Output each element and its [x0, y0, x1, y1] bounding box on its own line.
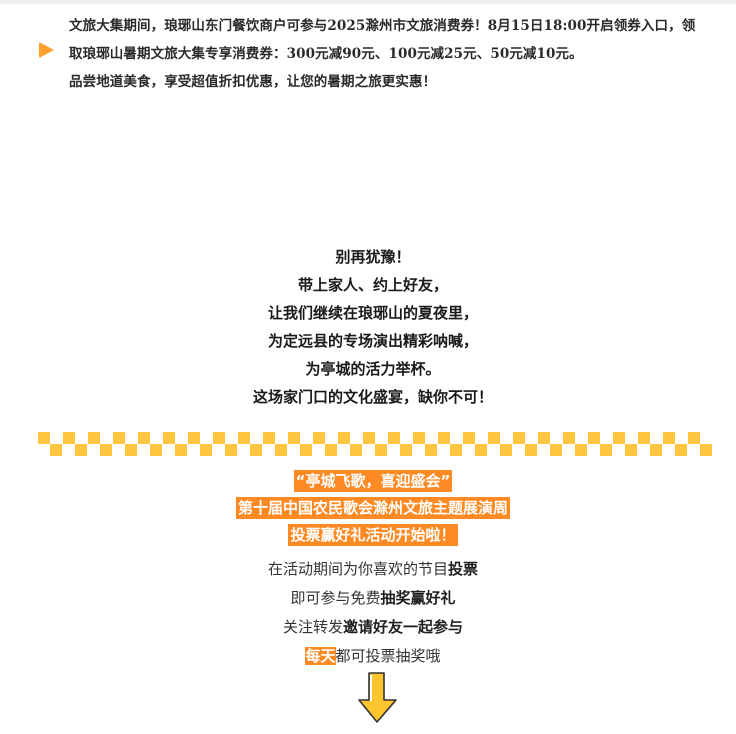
headline-block: “亭城飞歌，喜迎盛会” 第十届中国农民歌会滁州文旅主题展演周 投票赢好礼活动开始…	[0, 470, 736, 551]
checker-square	[300, 444, 312, 456]
poem-line: 让我们继续在琅琊山的夏夜里，	[267, 304, 478, 322]
checker-square	[338, 432, 350, 444]
checker-square	[425, 444, 437, 456]
checker-square	[525, 444, 537, 456]
text-normal: 关注转发	[282, 618, 343, 636]
checker-square	[625, 444, 637, 456]
checker-square	[213, 432, 225, 444]
checker-square	[88, 432, 100, 444]
poem-line: 为亭城的活力举杯。	[305, 360, 441, 378]
checker-square	[75, 444, 87, 456]
checker-square	[113, 432, 125, 444]
checker-square	[225, 444, 237, 456]
poem-line: 别再犹豫！	[335, 248, 411, 266]
checker-square	[650, 444, 662, 456]
checker-square	[675, 444, 687, 456]
checker-square	[350, 444, 362, 456]
checker-square	[613, 432, 625, 444]
headline-slogan: “亭城飞歌，喜迎盛会”	[293, 470, 453, 492]
headline-vote-announcement: 投票赢好礼活动开始啦！	[288, 524, 458, 546]
vote-info-line: 每天都可投票抽奖哦	[0, 642, 736, 671]
text-highlight: 每天	[305, 647, 336, 665]
checker-square	[638, 432, 650, 444]
checker-square	[200, 444, 212, 456]
checker-divider	[38, 432, 718, 456]
checker-square	[188, 432, 200, 444]
text-bold: 邀请好友一起参与	[343, 618, 464, 636]
checker-square	[100, 444, 112, 456]
text-normal: 都可投票抽奖哦	[335, 647, 441, 665]
checker-square	[500, 444, 512, 456]
text-bold: 抽奖赢好礼	[380, 589, 456, 607]
checker-square	[63, 432, 75, 444]
checker-square	[250, 444, 262, 456]
checker-square	[575, 444, 587, 456]
checker-square	[438, 432, 450, 444]
checker-square	[325, 444, 337, 456]
vote-info-line: 在活动期间为你喜欢的节目投票	[0, 555, 736, 584]
checker-square	[150, 444, 162, 456]
checker-square	[363, 432, 375, 444]
checker-square	[388, 432, 400, 444]
intro-line: 文旅大集期间，琅琊山东门餐饮商户可参与2025滁州市文旅消费券！8月15日18:…	[69, 18, 696, 34]
poem-line: 带上家人、约上好友，	[297, 276, 448, 294]
play-triangle-icon	[39, 42, 54, 58]
checker-square	[288, 432, 300, 444]
checker-square	[163, 432, 175, 444]
text-bold: 投票	[448, 560, 479, 578]
checker-square	[463, 432, 475, 444]
checker-square	[513, 432, 525, 444]
intro-line: 取琅琊山暑期文旅大集专享消费券：300元减90元、100元减25元、50元减10…	[69, 46, 583, 62]
vote-info-line: 关注转发邀请好友一起参与	[0, 613, 736, 642]
checker-square	[600, 444, 612, 456]
checker-square	[138, 432, 150, 444]
top-divider	[0, 0, 736, 4]
text-normal: 在活动期间为你喜欢的节目	[267, 560, 448, 578]
checker-square	[563, 432, 575, 444]
checker-square	[688, 432, 700, 444]
checker-square	[475, 444, 487, 456]
checker-square	[38, 432, 50, 444]
checker-square	[238, 432, 250, 444]
vote-info-block: 在活动期间为你喜欢的节目投票 即可参与免费抽奖赢好礼 关注转发邀请好友一起参与 …	[0, 555, 736, 671]
checker-square	[700, 444, 712, 456]
checker-square	[538, 432, 550, 444]
checker-square	[263, 432, 275, 444]
headline-event-title: 第十届中国农民歌会滁州文旅主题展演周	[235, 497, 510, 519]
checker-square	[588, 432, 600, 444]
checker-square	[375, 444, 387, 456]
checker-square	[413, 432, 425, 444]
checker-square	[50, 444, 62, 456]
checker-square	[313, 432, 325, 444]
checker-square	[450, 444, 462, 456]
checker-square	[550, 444, 562, 456]
checker-square	[400, 444, 412, 456]
poem-line: 这场家门口的文化盛宴，缺你不可！	[252, 388, 493, 406]
checker-square	[663, 432, 675, 444]
intro-line: 品尝地道美食，享受超值折扣优惠，让您的暑期之旅更实惠！	[69, 74, 437, 90]
poem-line: 为定远县的专场演出精彩呐喊，	[267, 332, 478, 350]
checker-square	[125, 444, 137, 456]
checker-square	[488, 432, 500, 444]
checker-square	[275, 444, 287, 456]
text-normal: 即可参与免费	[290, 589, 381, 607]
intro-paragraph: 文旅大集期间，琅琊山东门餐饮商户可参与2025滁州市文旅消费券！8月15日18:…	[69, 12, 729, 96]
vote-info-line: 即可参与免费抽奖赢好礼	[0, 584, 736, 613]
poem-block: 别再犹豫！ 带上家人、约上好友， 让我们继续在琅琊山的夏夜里， 为定远县的专场演…	[0, 243, 736, 411]
checker-square	[175, 444, 187, 456]
arrow-down-icon	[358, 672, 397, 723]
